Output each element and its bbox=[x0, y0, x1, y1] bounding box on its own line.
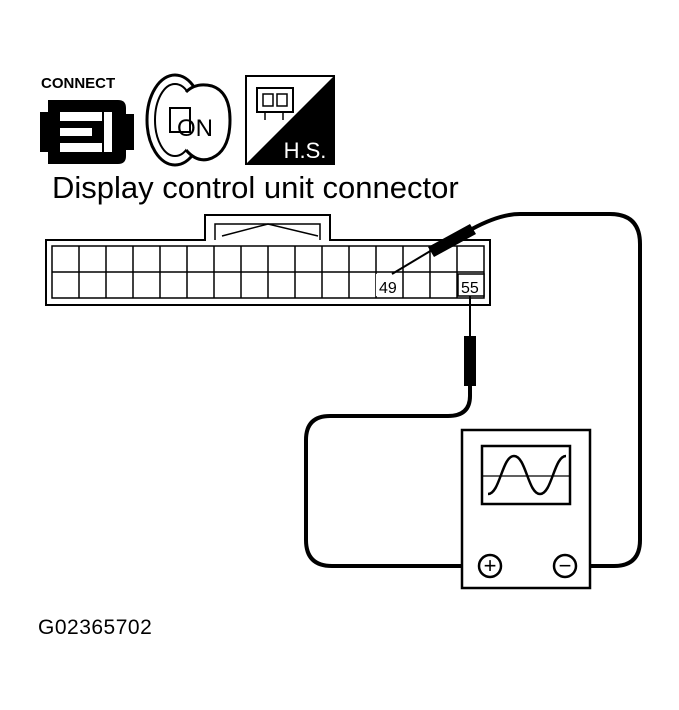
terminal-55: 55 bbox=[457, 273, 485, 297]
ignition-on-label: ON bbox=[177, 115, 213, 142]
negative-terminal: − bbox=[552, 553, 578, 579]
negative-symbol: − bbox=[559, 553, 572, 578]
figure-id: G02365702 bbox=[38, 616, 153, 639]
connect-label: CONNECT bbox=[41, 75, 115, 92]
positive-terminal: + bbox=[477, 553, 503, 579]
display-control-unit-connector bbox=[45, 214, 491, 306]
terminal-49: 49 bbox=[376, 274, 402, 297]
terminal-49-label: 49 bbox=[379, 280, 397, 297]
connector-connect-icon: CONNECT bbox=[40, 75, 134, 164]
harness-side-label: H.S. bbox=[284, 138, 327, 163]
positive-symbol: + bbox=[484, 553, 497, 578]
oscilloscope: + − bbox=[460, 428, 592, 590]
positive-probe bbox=[304, 296, 476, 568]
connector-caption: Display control unit connector bbox=[52, 170, 459, 205]
harness-side-icon: H.S. bbox=[245, 75, 335, 165]
negative-probe bbox=[391, 212, 642, 568]
terminal-55-label: 55 bbox=[461, 280, 479, 297]
sine-wave-icon bbox=[487, 454, 567, 496]
ignition-key-on-icon: ON bbox=[145, 73, 232, 167]
